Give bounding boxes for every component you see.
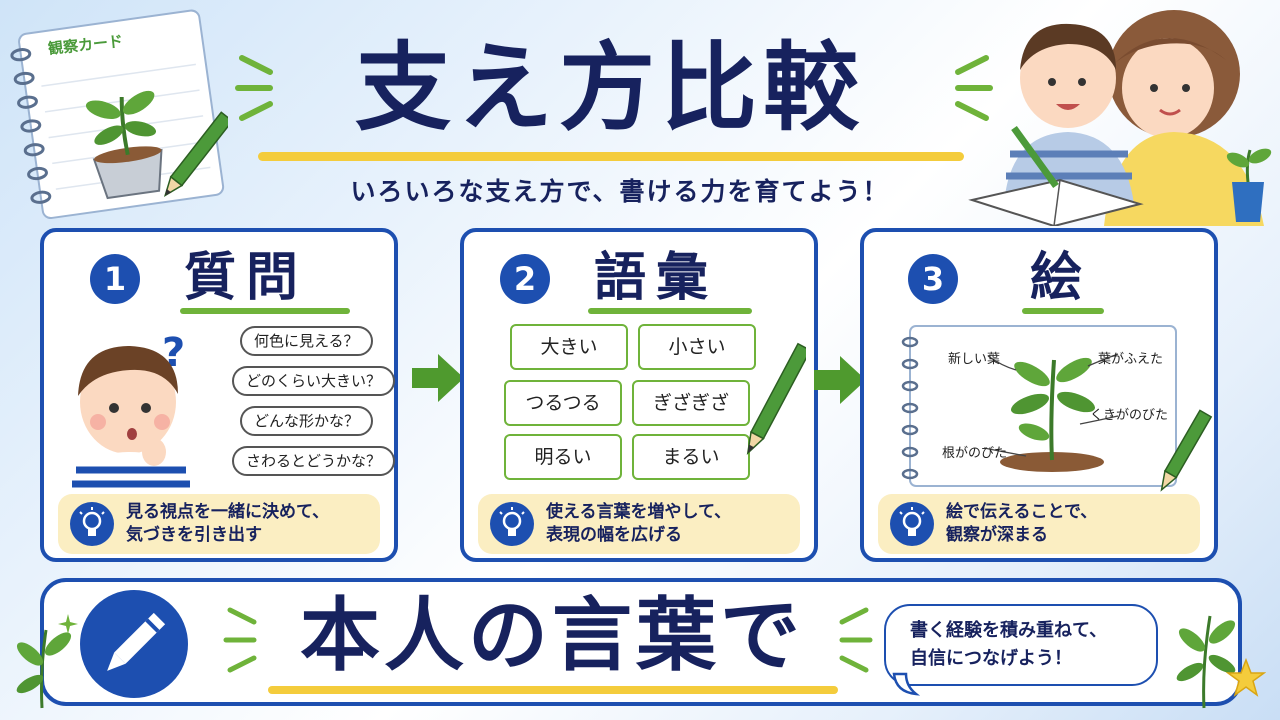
pencil-icon bbox=[746, 342, 806, 455]
question-bubble: さわるとどうかな？ bbox=[232, 446, 396, 476]
leaf-icon bbox=[16, 629, 72, 709]
thinking-boy-illustration: ? bbox=[72, 330, 190, 490]
tip-line: 絵で伝えることで、 bbox=[946, 502, 1098, 522]
lightbulb-icon bbox=[70, 502, 114, 546]
card-title: 絵 bbox=[1030, 248, 1093, 308]
tip-box: 見る視点を一緒に決めて、 気づきを引き出す bbox=[58, 494, 380, 554]
question-bubble: どんな形かな？ bbox=[240, 406, 374, 436]
vocab-word: 小さい bbox=[638, 324, 756, 370]
bubble-tail bbox=[892, 672, 921, 696]
card-title-underline bbox=[180, 308, 350, 314]
plant-label: 新しい葉 bbox=[948, 352, 1001, 367]
tip-line: 気づきを引き出す bbox=[126, 525, 262, 545]
card-number: 2 bbox=[500, 254, 550, 304]
tip-line: 観察が深まる bbox=[946, 525, 1048, 545]
plant-label: 根がのびた bbox=[942, 446, 1008, 461]
star-icon bbox=[1226, 658, 1266, 697]
question-bubble: どのくらい大きい？ bbox=[232, 366, 396, 396]
card-title-underline bbox=[1022, 308, 1104, 314]
observation-notebook-illustration bbox=[10, 9, 228, 220]
banner-accent-right bbox=[839, 607, 873, 673]
pencil-icon bbox=[1160, 409, 1213, 492]
question-bubble: 何色に見える？ bbox=[240, 326, 373, 356]
plant-drawing-notebook bbox=[901, 325, 1177, 487]
tip-line: 使える言葉を増やして、 bbox=[546, 502, 732, 522]
vocab-word: ぎざぎざ bbox=[632, 380, 750, 426]
card-vocabulary: 2 語彙 大きい 小さい つるつる ぎざぎざ 明るい まるい 使える言葉を増やし… bbox=[460, 228, 818, 562]
title-accent-left bbox=[235, 55, 273, 121]
banner-speech-bubble bbox=[884, 604, 1158, 686]
vocab-word: 明るい bbox=[504, 434, 622, 480]
arrow-right-icon bbox=[412, 354, 464, 402]
plant-label: くきがのびた bbox=[1090, 408, 1169, 423]
page-subtitle: いろいろな支え方で、書ける力を育てよう！ bbox=[350, 177, 890, 206]
tip-box: 使える言葉を増やして、 表現の幅を広げる bbox=[478, 494, 800, 554]
page-title: 支え方比較 bbox=[355, 32, 865, 144]
lightbulb-icon bbox=[890, 502, 934, 546]
lightbulb-icon bbox=[490, 502, 534, 546]
title-underline bbox=[258, 152, 964, 161]
plant-label: 葉がふえた bbox=[1098, 352, 1164, 367]
card-title: 質問 bbox=[184, 248, 309, 308]
sparkle-icon bbox=[58, 614, 78, 634]
bubble-line: 書く経験を積み重ねて、 bbox=[910, 620, 1108, 641]
vocab-word: 大きい bbox=[510, 324, 628, 370]
pencil-badge bbox=[80, 590, 188, 698]
banner-accent-left bbox=[223, 607, 257, 673]
card-title-underline bbox=[588, 308, 752, 314]
title-accent-right bbox=[955, 55, 993, 121]
banner-text: 本人の言葉で bbox=[300, 589, 804, 682]
card-number: 1 bbox=[90, 254, 140, 304]
card-question: 1 質問 ? 何色に見える？ どのくらい大きい？ どんな形かな？ さわるとどうか… bbox=[40, 228, 398, 562]
leaf-icon bbox=[1176, 615, 1236, 709]
card-title: 語彙 bbox=[594, 248, 719, 308]
arrow-right-icon bbox=[814, 356, 866, 404]
tip-box: 絵で伝えることで、 観察が深まる bbox=[878, 494, 1200, 554]
vocab-word: つるつる bbox=[504, 380, 622, 426]
bubble-line: 自信につなげよう！ bbox=[910, 648, 1072, 669]
card-drawing: 3 絵 新しい葉 葉がふえた くきがのびた 根がのびた bbox=[860, 228, 1218, 562]
parent-child-illustration bbox=[968, 10, 1272, 226]
tip-line: 表現の幅を広げる bbox=[546, 525, 682, 545]
vocab-word: まるい bbox=[632, 434, 750, 480]
tip-line: 見る視点を一緒に決めて、 bbox=[126, 502, 330, 522]
card-number: 3 bbox=[908, 254, 958, 304]
pencil-icon bbox=[107, 612, 166, 671]
banner-underline bbox=[268, 686, 838, 694]
